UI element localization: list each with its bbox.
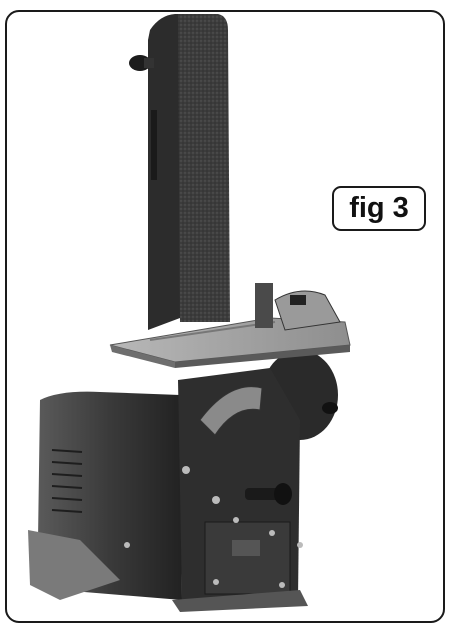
belt-housing <box>148 14 180 330</box>
figure-label: fig 3 <box>332 186 426 231</box>
miter-gauge-fence <box>255 283 273 328</box>
tilt-scale <box>199 386 263 436</box>
sanding-belt <box>178 14 230 322</box>
base-plate <box>28 530 120 600</box>
switch-panel <box>204 521 291 595</box>
